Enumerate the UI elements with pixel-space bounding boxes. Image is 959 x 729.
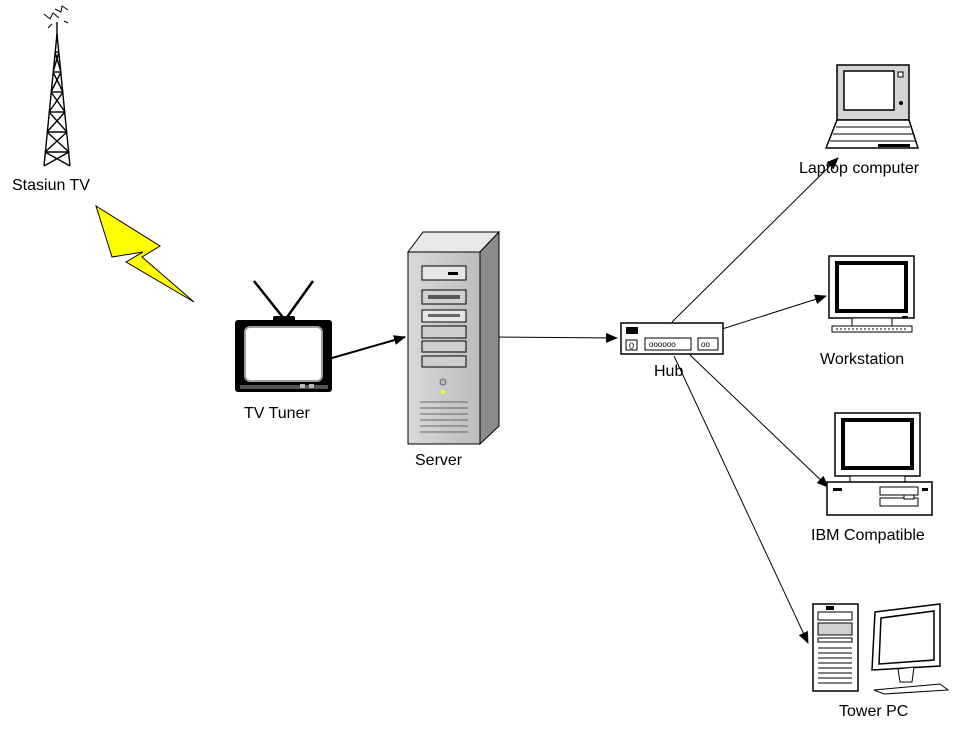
edge-tuner-server bbox=[331, 335, 406, 359]
svg-text:oooooo: oooooo bbox=[649, 340, 676, 349]
tv-tuner-label: TV Tuner bbox=[244, 405, 310, 422]
radio-tower-icon bbox=[43, 5, 71, 167]
television-icon bbox=[235, 280, 332, 392]
tower-pc-label: Tower PC bbox=[839, 703, 908, 720]
tv-station-label: Stasiun TV bbox=[12, 177, 90, 194]
server-label: Server bbox=[415, 452, 463, 469]
edge-server-hub bbox=[489, 332, 618, 343]
edge-hub-laptop bbox=[671, 157, 839, 323]
lightning-bolt-icon bbox=[95, 204, 195, 303]
svg-text:0: 0 bbox=[629, 341, 634, 351]
laptop-label: Laptop computer bbox=[799, 160, 920, 177]
network-hub-icon: 0 oooooo oo bbox=[620, 322, 724, 355]
server-tower-icon bbox=[407, 230, 501, 446]
hub-label: Hub bbox=[654, 363, 683, 380]
svg-text:oo: oo bbox=[701, 340, 710, 349]
workstation-label: Workstation bbox=[820, 351, 904, 368]
workstation-monitor-icon bbox=[828, 255, 915, 333]
laptop-icon bbox=[824, 64, 920, 149]
edge-hub-tower bbox=[673, 355, 809, 644]
tower-pc-icon bbox=[812, 603, 950, 695]
edge-hub-ibm bbox=[689, 354, 829, 488]
ibm-label: IBM Compatible bbox=[811, 527, 925, 544]
desktop-pc-icon bbox=[826, 412, 933, 516]
